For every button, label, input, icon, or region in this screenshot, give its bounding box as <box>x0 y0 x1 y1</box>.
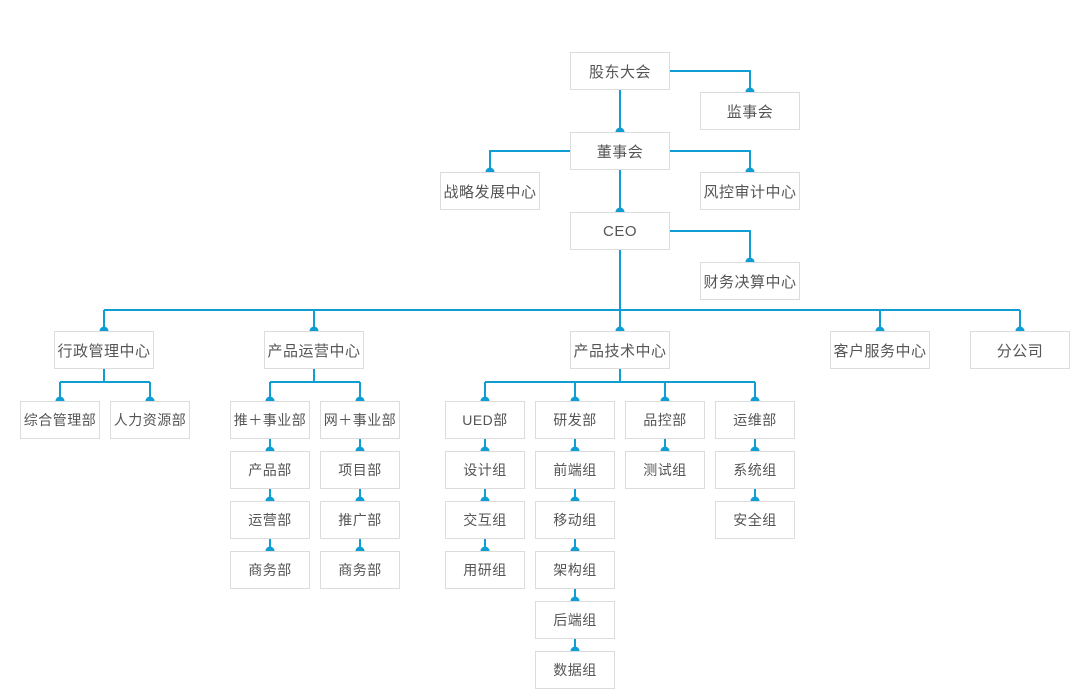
node-general-management-dept[interactable]: 综合管理部 <box>20 401 100 439</box>
node-human-resources-dept[interactable]: 人力资源部 <box>110 401 190 439</box>
node-product-operations-center[interactable]: 产品运营中心 <box>264 331 364 369</box>
node-mobile-team[interactable]: 移动组 <box>535 501 615 539</box>
node-board-of-supervisors[interactable]: 监事会 <box>700 92 800 130</box>
node-security-team[interactable]: 安全组 <box>715 501 795 539</box>
node-frontend-team[interactable]: 前端组 <box>535 451 615 489</box>
node-backend-team[interactable]: 后端组 <box>535 601 615 639</box>
node-data-team[interactable]: 数据组 <box>535 651 615 689</box>
node-board-of-directors[interactable]: 董事会 <box>570 132 670 170</box>
node-ceo[interactable]: CEO <box>570 212 670 250</box>
node-system-team[interactable]: 系统组 <box>715 451 795 489</box>
node-user-research-team[interactable]: 用研组 <box>445 551 525 589</box>
node-business-dept-1[interactable]: 商务部 <box>230 551 310 589</box>
node-business-dept-2[interactable]: 商务部 <box>320 551 400 589</box>
node-operations-dept[interactable]: 运营部 <box>230 501 310 539</box>
node-branch-company[interactable]: 分公司 <box>970 331 1070 369</box>
node-architecture-team[interactable]: 架构组 <box>535 551 615 589</box>
node-promotion-dept[interactable]: 推广部 <box>320 501 400 539</box>
node-risk-control-audit-center[interactable]: 风控审计中心 <box>700 172 800 210</box>
node-tui-plus-division[interactable]: 推＋事业部 <box>230 401 310 439</box>
node-quality-control-dept[interactable]: 品控部 <box>625 401 705 439</box>
node-wang-plus-division[interactable]: 网＋事业部 <box>320 401 400 439</box>
node-project-dept[interactable]: 项目部 <box>320 451 400 489</box>
node-strategy-development-center[interactable]: 战略发展中心 <box>440 172 540 210</box>
node-shareholders-meeting[interactable]: 股东大会 <box>570 52 670 90</box>
node-admin-management-center[interactable]: 行政管理中心 <box>54 331 154 369</box>
node-finance-settlement-center[interactable]: 财务决算中心 <box>700 262 800 300</box>
node-ued-dept[interactable]: UED部 <box>445 401 525 439</box>
node-operations-maintenance-dept[interactable]: 运维部 <box>715 401 795 439</box>
node-rnd-dept[interactable]: 研发部 <box>535 401 615 439</box>
node-product-technology-center[interactable]: 产品技术中心 <box>570 331 670 369</box>
node-design-team[interactable]: 设计组 <box>445 451 525 489</box>
node-customer-service-center[interactable]: 客户服务中心 <box>830 331 930 369</box>
node-testing-team[interactable]: 测试组 <box>625 451 705 489</box>
node-product-dept[interactable]: 产品部 <box>230 451 310 489</box>
node-interaction-team[interactable]: 交互组 <box>445 501 525 539</box>
